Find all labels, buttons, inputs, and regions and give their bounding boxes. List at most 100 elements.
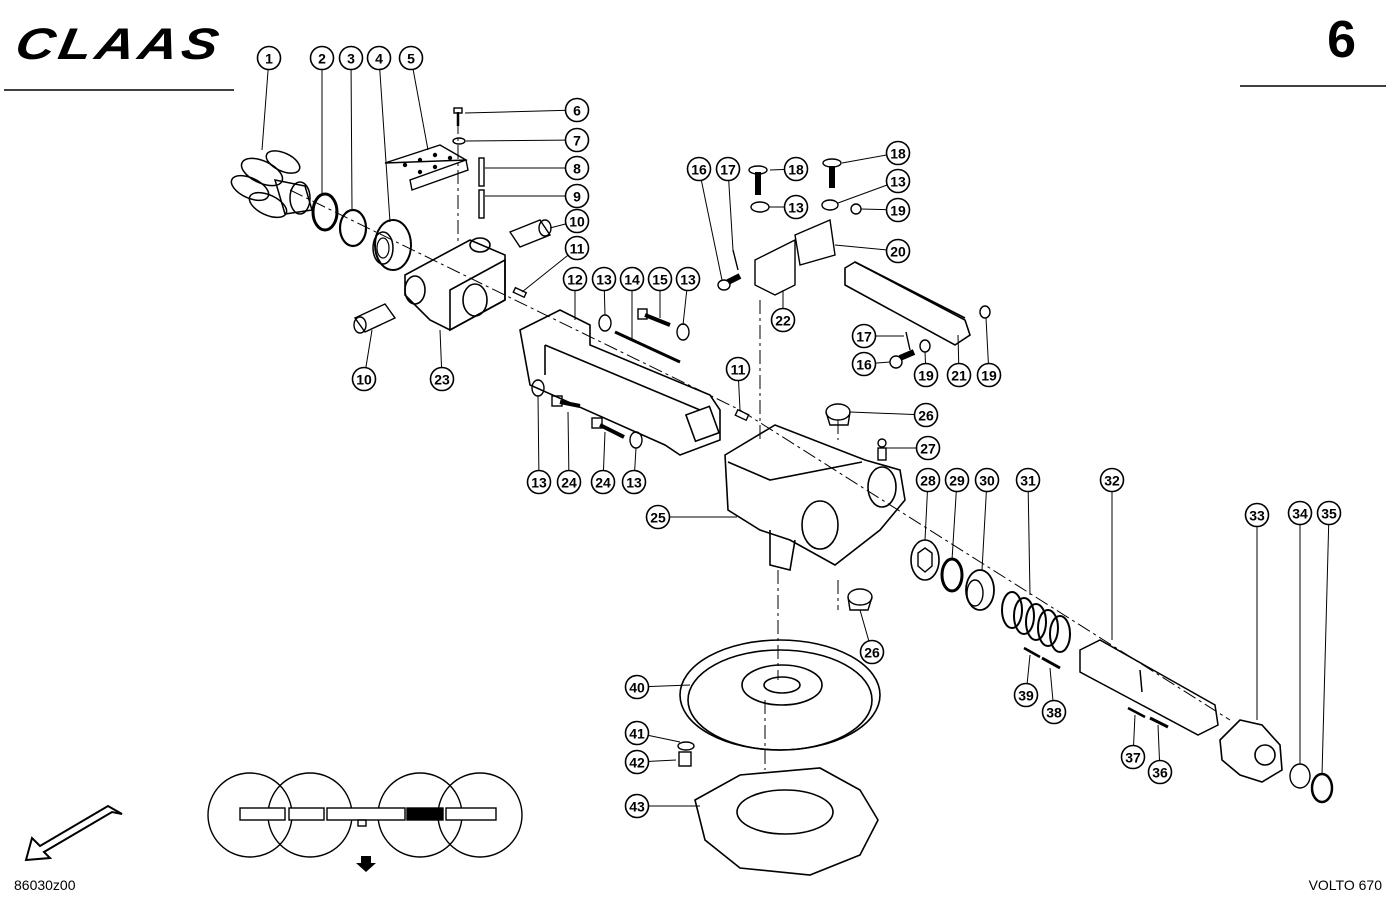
callout-circle: [885, 197, 911, 223]
callout-28: 28: [915, 467, 941, 493]
callout-label: 24: [561, 475, 577, 491]
callout-circle: [256, 45, 282, 71]
part-bolt-18-a: [748, 165, 768, 195]
callout-label: 3: [347, 51, 355, 67]
callout-11: 11: [725, 356, 751, 382]
callout-17: 17: [851, 323, 877, 349]
callout-circle: [770, 307, 796, 333]
part-pin-8: [478, 157, 485, 187]
part-circlip-35: [1310, 772, 1334, 804]
callout-8: 8: [564, 155, 590, 181]
callout-circle: [974, 467, 1000, 493]
drive-train-key-map: [207, 772, 523, 858]
callout-13: 13: [621, 469, 647, 495]
callout-circle: [885, 168, 911, 194]
model-name: VOLTO 670: [1308, 877, 1382, 893]
callout-label: 10: [569, 214, 585, 230]
part-washer-13-b: [676, 323, 690, 341]
callout-label: 13: [531, 475, 547, 491]
callout-circle: [564, 183, 590, 209]
callout-3: 3: [338, 45, 364, 71]
callout-circle: [715, 156, 741, 182]
part-bushing-10-lower: [353, 303, 397, 334]
callout-10: 10: [351, 366, 377, 392]
callout-circle: [564, 235, 590, 261]
callout-42: 42: [624, 749, 650, 775]
part-screw-6: [453, 107, 463, 126]
leader-line: [261, 57, 270, 151]
callout-label: 26: [918, 408, 934, 424]
part-bolt-15: [637, 308, 671, 327]
callout-circle: [564, 97, 590, 123]
callout-circle: [885, 238, 911, 264]
callout-34: 34: [1287, 500, 1313, 526]
callout-label: 4: [375, 51, 383, 67]
callout-label: 17: [720, 162, 736, 178]
leader-line: [981, 479, 988, 571]
callout-21: 21: [946, 362, 972, 388]
location-marker-arrow: [356, 856, 376, 872]
callout-4: 4: [366, 45, 392, 71]
callout-label: 32: [1104, 473, 1120, 489]
callout-circle: [1013, 682, 1039, 708]
leader-line: [464, 109, 578, 114]
callout-label: 11: [570, 241, 585, 257]
part-cover-plate-5: [384, 144, 469, 191]
part-pin-37: [1127, 706, 1146, 719]
callout-circle: [913, 402, 939, 428]
callout-circle: [915, 467, 941, 493]
callout-9: 9: [564, 183, 590, 209]
callout-circle: [309, 45, 335, 71]
part-bearing-4: [372, 219, 412, 271]
callout-label: 25: [650, 510, 666, 526]
callout-label: 14: [624, 272, 640, 288]
callout-circle: [915, 435, 941, 461]
callout-label: 38: [1046, 705, 1062, 721]
callout-label: 13: [626, 475, 642, 491]
callout-circle: [783, 156, 809, 182]
callout-circle: [429, 366, 455, 392]
leader-line: [727, 168, 734, 251]
callout-25: 25: [645, 504, 671, 530]
callout-circle: [338, 45, 364, 71]
callout-26: 26: [859, 639, 885, 665]
part-bushing-10-upper: [508, 219, 552, 248]
callout-circle: [946, 362, 972, 388]
part-shaft-32: [1079, 639, 1219, 736]
callout-13: 13: [591, 266, 617, 292]
part-pin-38: [1041, 656, 1061, 670]
part-washer-13-f: [821, 199, 839, 211]
callout-32: 32: [1099, 467, 1125, 493]
callout-12: 12: [562, 266, 588, 292]
callout-18: 18: [783, 156, 809, 182]
callout-circle: [590, 469, 616, 495]
callout-label: 13: [890, 174, 906, 190]
callout-label: 6: [573, 103, 581, 119]
callout-label: 19: [918, 368, 934, 384]
callout-circle: [366, 45, 392, 71]
callout-1: 1: [256, 45, 282, 71]
callout-39: 39: [1013, 682, 1039, 708]
part-key-11-lower: [734, 408, 750, 422]
callout-label: 24: [595, 475, 611, 491]
part-spring-31: [1001, 591, 1071, 653]
part-bolt-14: [614, 330, 681, 364]
callout-circle: [1147, 759, 1173, 785]
callout-label: 31: [1020, 473, 1036, 489]
callout-label: 21: [951, 368, 967, 384]
callout-29: 29: [944, 467, 970, 493]
callout-circle: [624, 749, 650, 775]
callout-label: 27: [920, 441, 936, 457]
leader-line: [465, 139, 578, 142]
leader-line: [410, 57, 429, 151]
callout-circle: [647, 266, 673, 292]
callout-label: 19: [981, 368, 997, 384]
callout-13: 13: [526, 469, 552, 495]
callout-circle: [621, 469, 647, 495]
callout-24: 24: [556, 469, 582, 495]
callout-label: 16: [856, 357, 872, 373]
leader-line: [378, 57, 391, 223]
part-pin-39: [1023, 646, 1041, 659]
callout-24: 24: [590, 469, 616, 495]
callout-13: 13: [783, 194, 809, 220]
